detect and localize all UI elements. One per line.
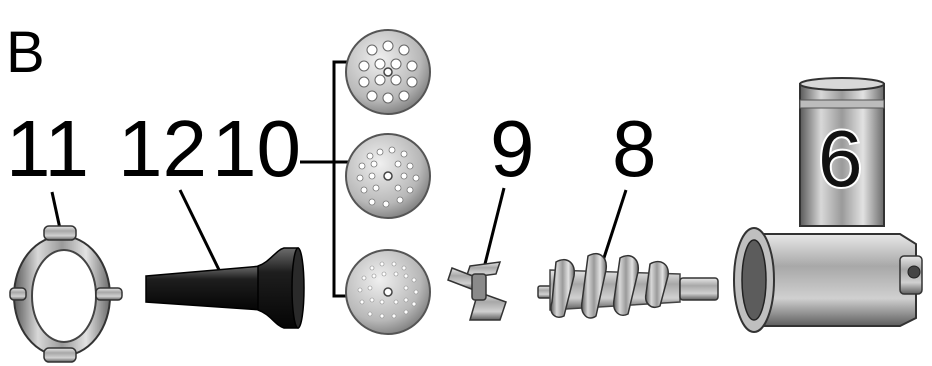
part-number-12: 12 xyxy=(118,104,207,193)
part-number-8: 8 xyxy=(612,104,657,193)
cross-blade-icon xyxy=(447,261,507,321)
feed-screw-icon xyxy=(537,252,719,319)
cutting-ring-nut-icon xyxy=(9,225,123,363)
sausage-nozzle-icon xyxy=(145,247,305,329)
grinding-discs-icon xyxy=(345,29,431,335)
section-letter: B xyxy=(6,20,45,85)
part-number-9: 9 xyxy=(490,104,535,193)
part-number-6: 6 xyxy=(818,114,863,203)
part-number-11: 11 xyxy=(6,104,89,193)
part-number-10: 10 xyxy=(212,104,301,193)
grinder-housing-icon xyxy=(733,77,923,333)
